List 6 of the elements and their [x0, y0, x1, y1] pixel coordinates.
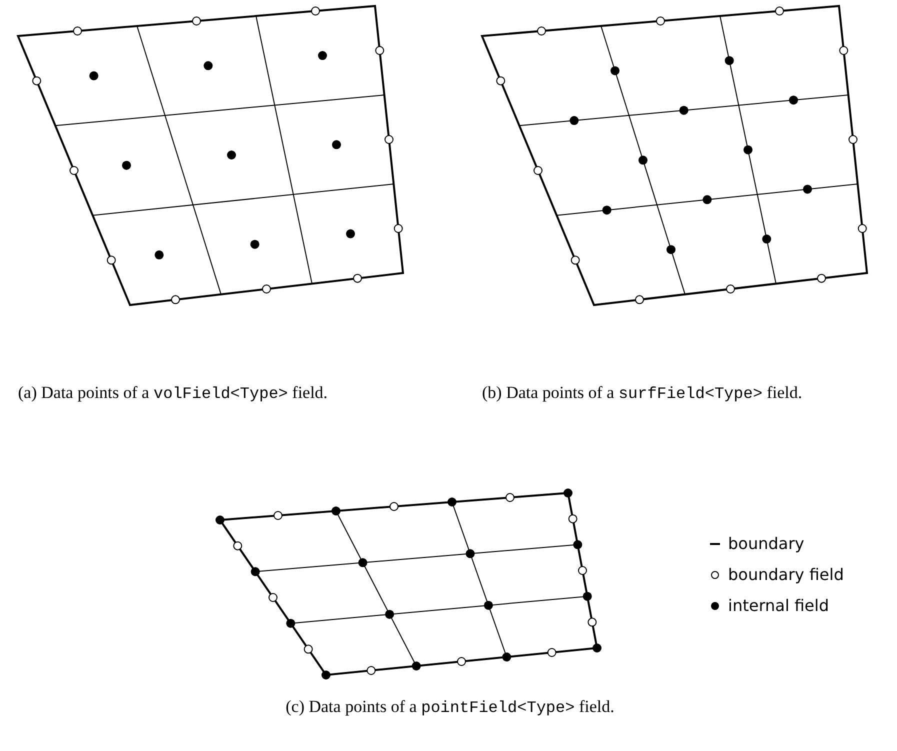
legend-label: boundary field: [728, 564, 844, 586]
legend-label: boundary: [728, 533, 804, 555]
legend-label: internal field: [728, 595, 829, 617]
figure-caption: (a) Data points of a volField<Type> field.: [18, 382, 329, 405]
figure-caption: (c) Data points of a pointField<Type> field.: [284, 696, 616, 719]
figure-caption: (b) Data points of a surfField<Type> field.: [482, 382, 804, 405]
